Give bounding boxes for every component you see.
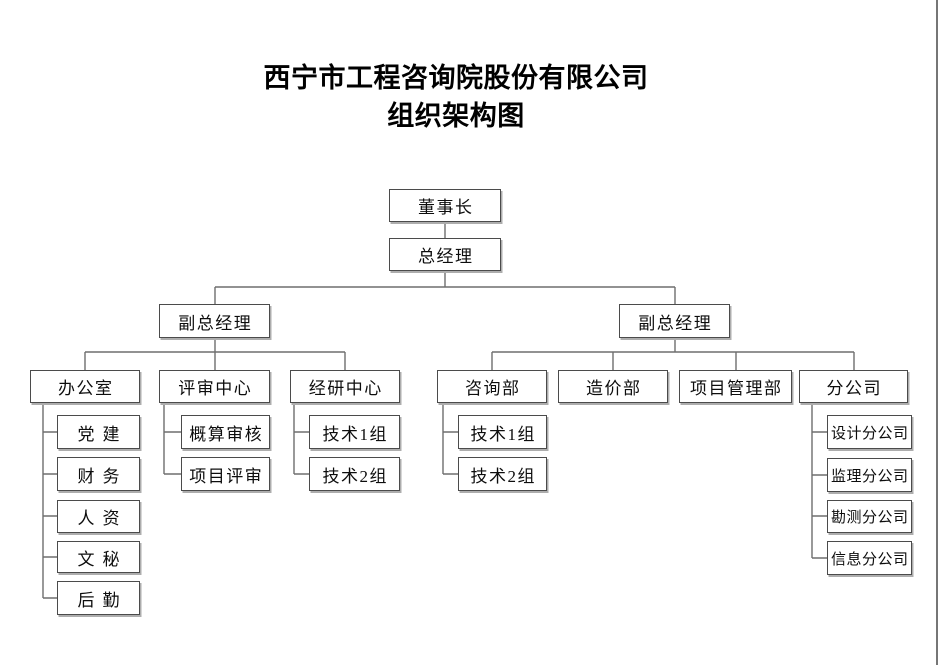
org-node-estimate-review: 概算审核 (181, 415, 270, 449)
org-node-design-branch: 设计分公司 (827, 415, 912, 449)
org-node-chairman: 董事长 (389, 189, 501, 222)
org-node-branches: 分公司 (799, 370, 908, 403)
org-node-finance: 财务 (57, 457, 140, 491)
org-node-general-manager: 总经理 (389, 238, 501, 271)
org-node-consulting-tech-group2: 技术2组 (458, 457, 547, 491)
org-node-research-center: 经研中心 (290, 370, 400, 403)
company-name: 西宁市工程咨询院股份有限公司 (263, 63, 649, 93)
org-node-project-mgmt-dept: 项目管理部 (679, 370, 792, 403)
org-node-cost-dept: 造价部 (558, 370, 668, 403)
org-node-secretarial: 文秘 (57, 541, 140, 573)
org-node-deputy-gm-left: 副总经理 (159, 304, 270, 338)
org-node-consulting-tech-group1: 技术1组 (458, 415, 547, 449)
chart-title: 西宁市工程咨询院股份有限公司 组织架构图 (0, 59, 912, 135)
org-node-research-tech-group1: 技术1组 (309, 415, 400, 449)
org-node-survey-branch: 勘测分公司 (827, 500, 912, 533)
org-node-human-resources: 人资 (57, 500, 140, 533)
org-node-review-center: 评审中心 (159, 370, 270, 403)
org-node-info-branch: 信息分公司 (827, 541, 912, 575)
org-node-supervision-branch: 监理分公司 (827, 458, 912, 492)
org-node-deputy-gm-right: 副总经理 (619, 304, 730, 338)
org-node-party-building: 党建 (57, 415, 140, 449)
org-node-office: 办公室 (30, 370, 140, 403)
org-node-research-tech-group2: 技术2组 (309, 457, 400, 491)
org-node-project-review: 项目评审 (181, 457, 270, 491)
chart-subtitle: 组织架构图 (387, 101, 525, 131)
org-node-consulting-dept: 咨询部 (437, 370, 547, 403)
org-node-logistics: 后勤 (57, 581, 140, 615)
page-right-border (936, 0, 938, 665)
